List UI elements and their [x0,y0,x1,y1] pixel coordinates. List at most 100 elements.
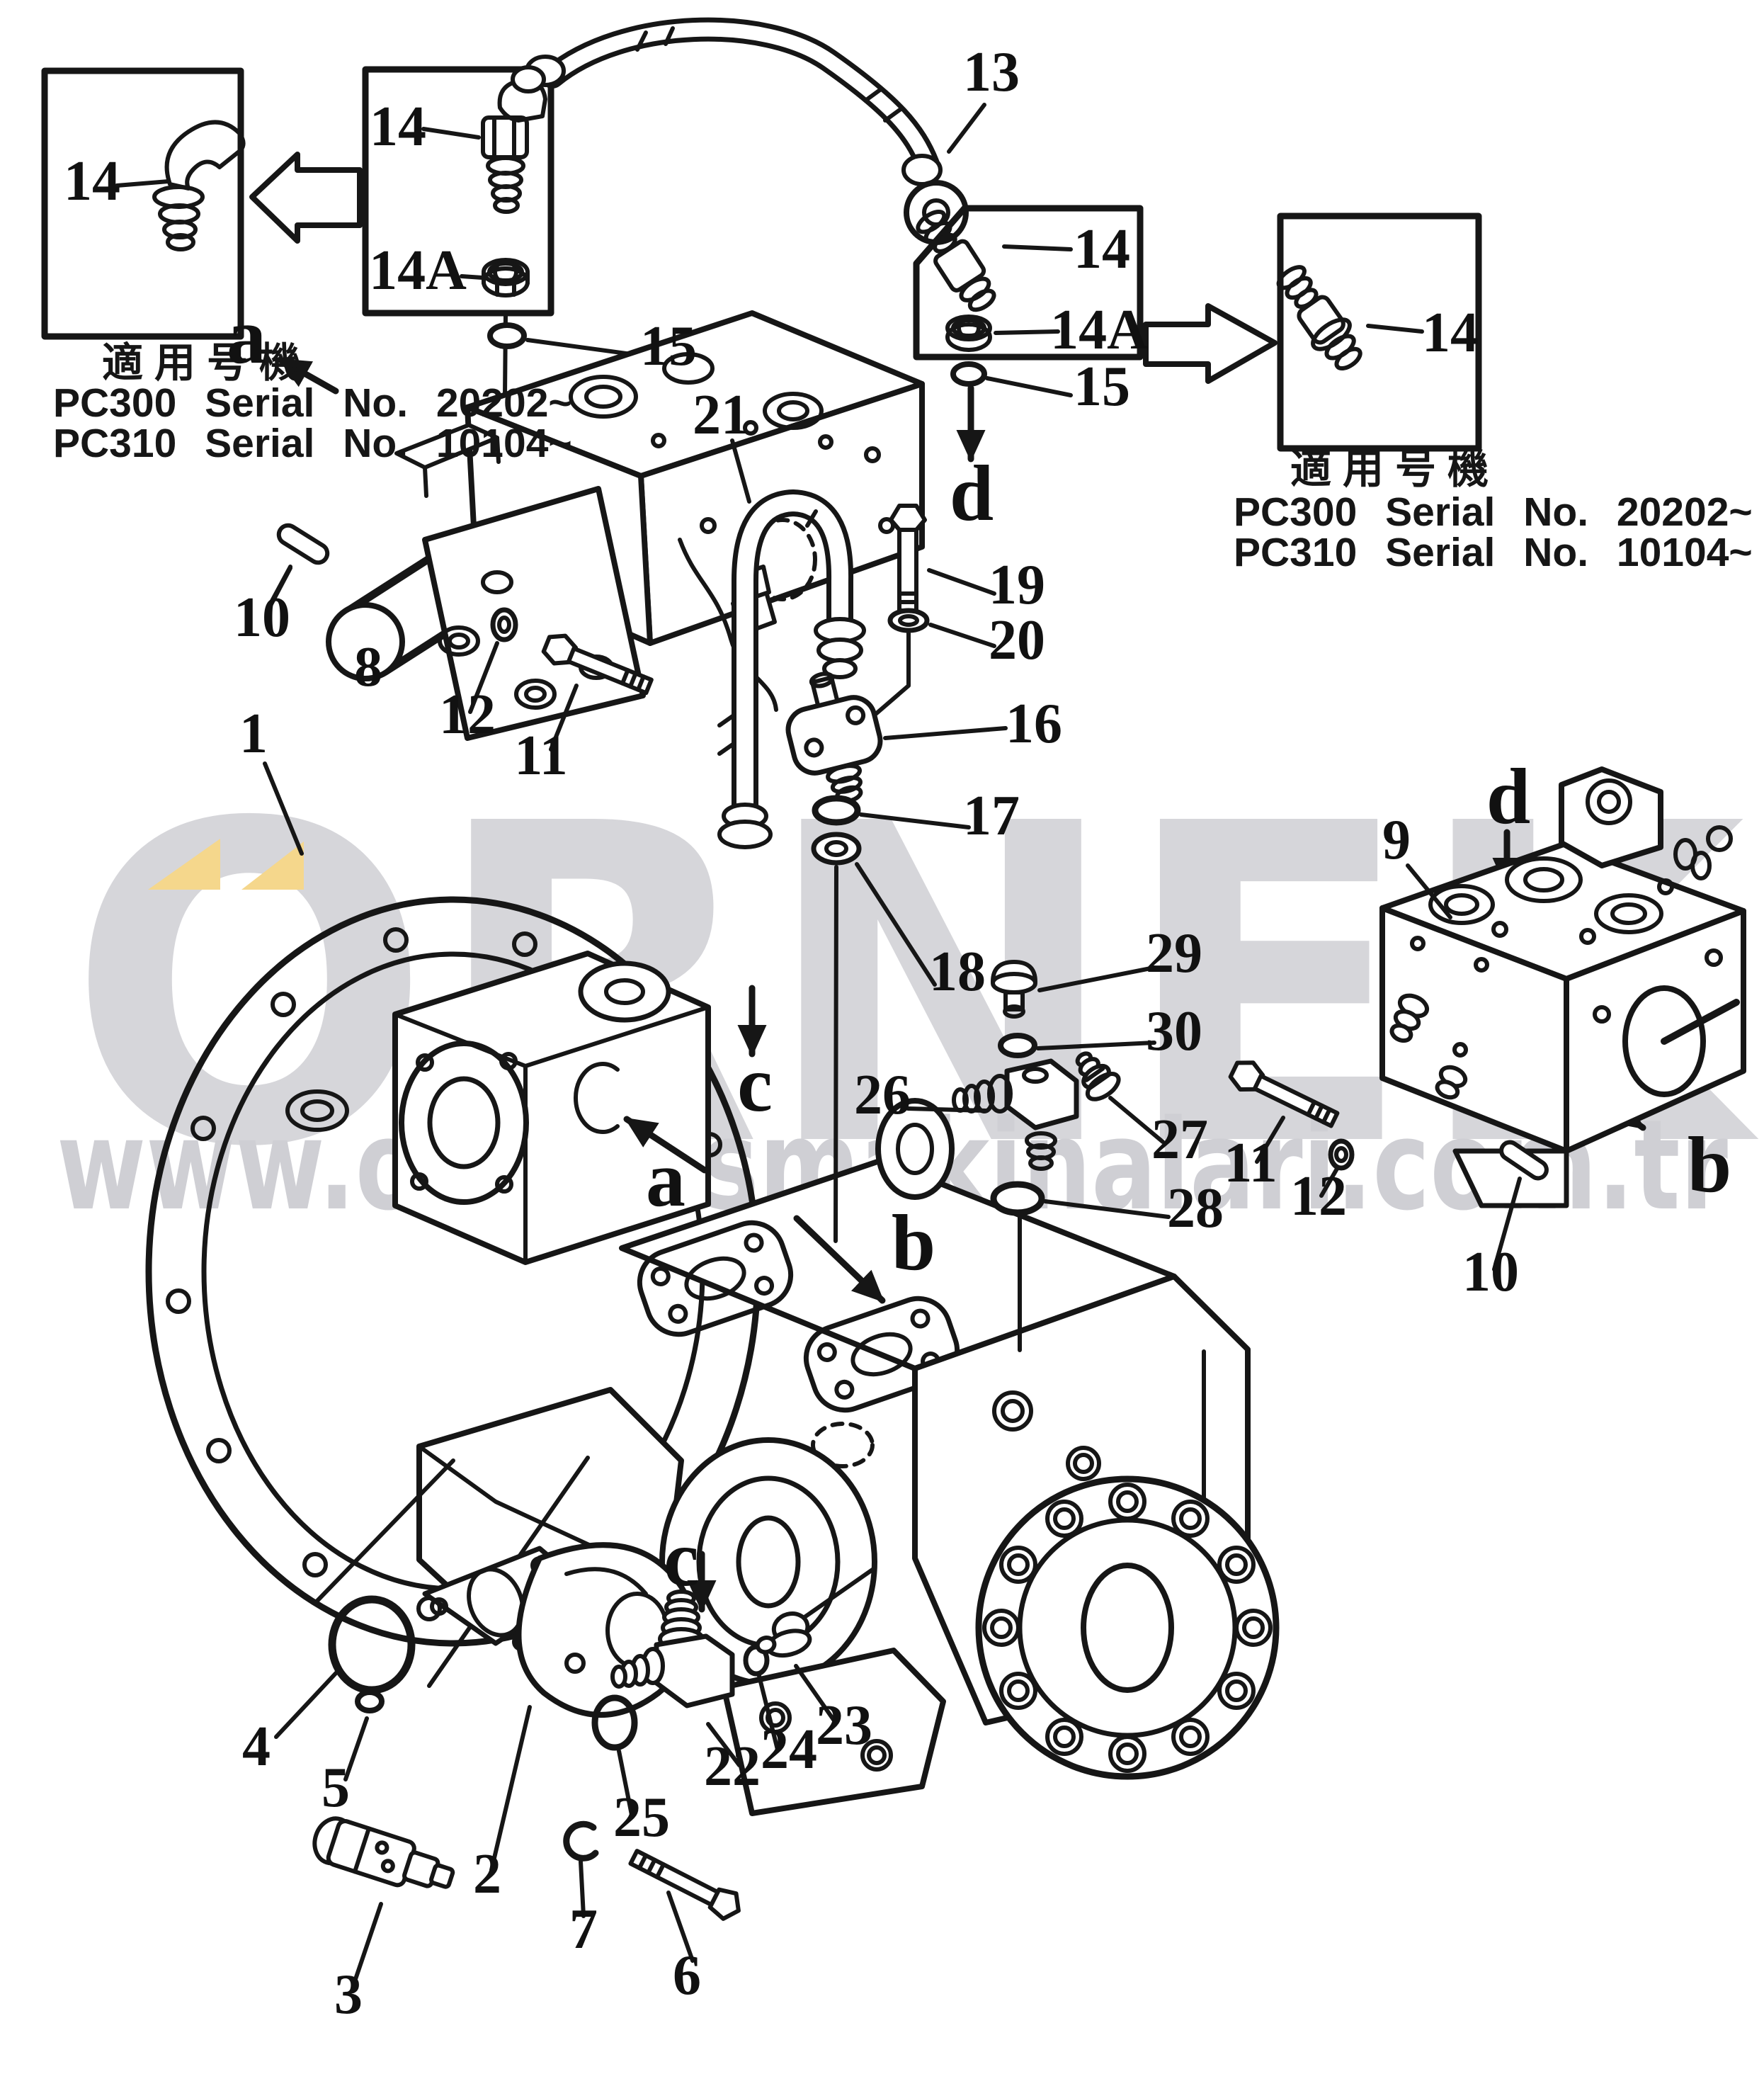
detail-box-1 [41,67,246,340]
callout-27: 27 [1151,1109,1208,1171]
port-a-opening [573,1062,620,1134]
callout-14-box1: 14 [64,150,120,212]
hose-13 [511,17,986,245]
callout-1: 1 [239,703,268,765]
bolt-19 [889,504,996,614]
callout-12-right: 12 [1290,1165,1347,1228]
view-a-arrow-mid [623,1116,708,1174]
elbow-fitting-14-icon [481,78,547,214]
callout-19: 19 [989,554,1045,616]
washer-12-left [468,607,518,714]
right-block-arrow-icon [1143,303,1278,384]
line-art [41,17,1746,1985]
callout-view-c-bottom: c [664,1515,699,1603]
callout-4: 4 [242,1716,271,1778]
hose-21 [717,438,866,849]
callout-14-box3: 14 [1074,218,1130,280]
callout-23: 23 [816,1694,872,1757]
o-ring-30 [998,1033,1156,1058]
callout-6: 6 [673,1944,701,2007]
callout-13: 13 [963,41,1020,103]
leader-1 [263,761,304,856]
callout-11-left: 11 [514,725,568,787]
detail-box-3 [913,205,1144,361]
callout-24: 24 [761,1718,817,1781]
washer-20 [870,608,996,719]
callout-view-c-mid: c [737,1041,773,1128]
applicability-note-right: 適用号機 PC300 Serial No. 20202~ PC310 Seria… [1234,445,1753,575]
plug-23 [755,1611,838,1725]
bolt-11-right [1228,1060,1340,1164]
callout-14A-box2: 14A [369,239,467,302]
o-ring-15-top [487,314,634,399]
callout-18: 18 [929,941,986,1003]
bolt-6 [628,1849,741,1963]
callout-11-right: 11 [1224,1132,1278,1194]
plug-29 [991,960,1156,1019]
note-left-line2: PC310 Serial No. 10104~ [53,421,572,466]
callout-3: 3 [334,1964,363,2026]
view-b-arrow-mid [793,1215,886,1304]
note-right-caption: 適用号機 [1290,445,1500,493]
callout-26: 26 [854,1064,911,1126]
callout-28: 28 [1167,1177,1224,1240]
watermark-umlaut-left-triangle [148,839,220,890]
nut-14A-icon [945,314,992,352]
o-ring-28 [990,1181,1171,1352]
elbow-fitting-14-icon [1276,265,1362,371]
o-ring-25 [591,1694,638,1817]
grommet-18 [811,832,937,1243]
grease-fitting-27 [1075,1051,1165,1144]
nut-14A-icon [482,258,530,298]
note-left-caption: 適用号機 [102,339,312,387]
callout-view-d-right: d [1486,753,1530,841]
callout-30: 30 [1146,1000,1202,1062]
o-ring-15-right [950,361,1073,463]
callout-15-right: 15 [1074,356,1130,418]
callout-29: 29 [1146,922,1202,985]
callout-14-box4: 14 [1422,302,1479,364]
fitting-16 [785,672,1008,804]
callout-view-d-top: d [950,450,994,538]
note-right-line2: PC310 Serial No. 10104~ [1234,530,1753,575]
snap-clip-7 [563,1820,599,1918]
o-ring-5 [343,1689,385,1781]
callout-view-a-top: a [227,293,266,380]
washer-12-right [1319,1138,1355,1198]
elbow-fitting-22 [610,1590,741,1767]
callout-17: 17 [963,785,1020,847]
bolt-11-left [541,633,654,752]
callout-10-left: 10 [234,586,290,649]
valve-assembly-9 [1379,766,1746,1208]
elbow-fitting-14-icon [916,209,996,312]
leader-10-left [268,565,292,606]
callout-12-left: 12 [439,684,496,746]
callout-view-a-mid: a [646,1135,685,1223]
callout-2: 2 [473,1843,501,1905]
view-a-arrow-top [277,356,339,395]
watermark-umlaut-right-triangle [241,842,304,890]
callout-22: 22 [704,1735,761,1798]
callout-view-b-right: b [1688,1121,1731,1209]
callout-view-b-mid: b [892,1199,935,1287]
note-left-line1: PC300 Serial No. 20202~ [53,380,572,426]
callout-20: 20 [989,609,1045,672]
elbow-fitting-26 [906,1058,1079,1171]
o-ring-17 [812,795,971,829]
callout-14A-box3: 14A [1050,299,1148,361]
detail-box-4 [1276,212,1482,452]
callout-15-top: 15 [640,315,697,378]
leader-9 [1406,863,1452,919]
callout-5: 5 [321,1757,350,1819]
callout-7: 7 [569,1898,598,1961]
callout-25: 25 [613,1786,670,1849]
callout-21: 21 [693,384,749,446]
end-cap-bolts [982,1483,1273,1773]
relief-valve-3 [312,1816,455,1985]
applicability-note-left: 適用号機 PC300 Serial No. 20202~ PC310 Seria… [53,339,572,466]
hose-end-nut-icon [511,55,969,245]
left-block-arrow-icon [249,152,363,244]
callout-8: 8 [354,636,382,698]
